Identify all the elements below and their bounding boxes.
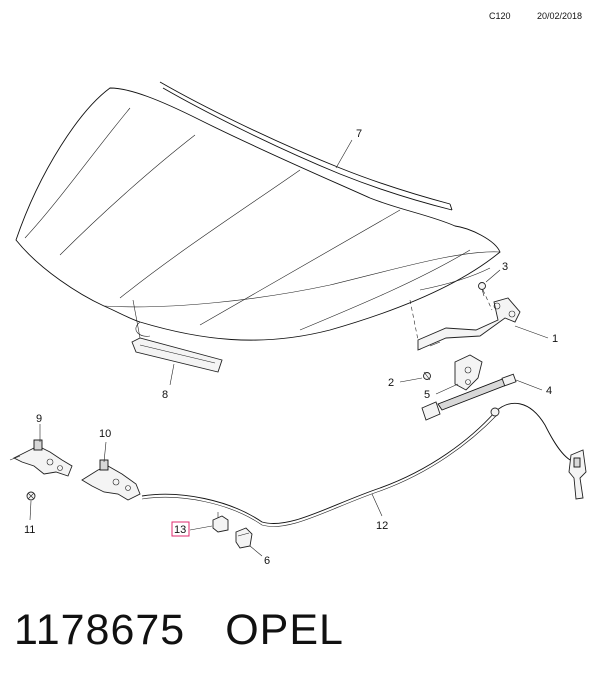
leader-5 [435, 383, 459, 395]
release-cable [141, 402, 576, 527]
release-handle [568, 449, 587, 500]
grommet-icon [235, 527, 253, 549]
callout-2: 2 [388, 377, 394, 389]
callout-13-highlight[interactable] [171, 521, 190, 537]
leader-1 [514, 325, 549, 339]
callout-1: 1 [552, 333, 558, 345]
leader-8 [169, 363, 175, 386]
cable-clip [212, 512, 229, 533]
clip-icon [423, 371, 431, 381]
front-seal-strip [131, 299, 223, 373]
part-number: 1178675 [14, 606, 186, 654]
leader-4 [515, 379, 543, 391]
callout-10: 10 [99, 428, 111, 440]
leader-2 [399, 377, 423, 383]
screw-icon [26, 491, 36, 501]
gas-strut [421, 373, 517, 421]
brand-name: OPEL [225, 606, 344, 654]
hood-lock [9, 439, 73, 477]
callout-5: 5 [424, 389, 430, 401]
callout-8: 8 [162, 389, 168, 401]
leader-6 [249, 545, 263, 557]
hood-hinge [417, 297, 521, 351]
leader-10 [103, 441, 107, 463]
callout-12: 12 [376, 520, 388, 532]
bolt-icon [478, 282, 486, 297]
diagram-code: C120 [489, 11, 511, 21]
callout-4: 4 [546, 385, 552, 397]
leader-11 [29, 500, 32, 521]
footer-caption: 1178675 OPEL [14, 606, 344, 655]
diagram-date: 20/02/2018 [537, 11, 582, 21]
callout-11: 11 [24, 524, 35, 536]
hood-seal-strip [159, 81, 453, 211]
callout-3: 3 [502, 261, 508, 273]
leader-12 [371, 493, 383, 517]
callout-13[interactable]: 13 [174, 524, 186, 536]
callout-9: 9 [36, 413, 42, 425]
hood-panel [15, 87, 501, 341]
leader-3 [485, 269, 501, 283]
leader-7 [335, 139, 353, 169]
leader-13 [189, 525, 213, 531]
callout-7: 7 [356, 128, 362, 140]
hinge-bracket [454, 354, 483, 391]
safety-catch [81, 459, 141, 501]
assembly-dashed-line [482, 289, 493, 311]
callout-6: 6 [264, 555, 270, 567]
